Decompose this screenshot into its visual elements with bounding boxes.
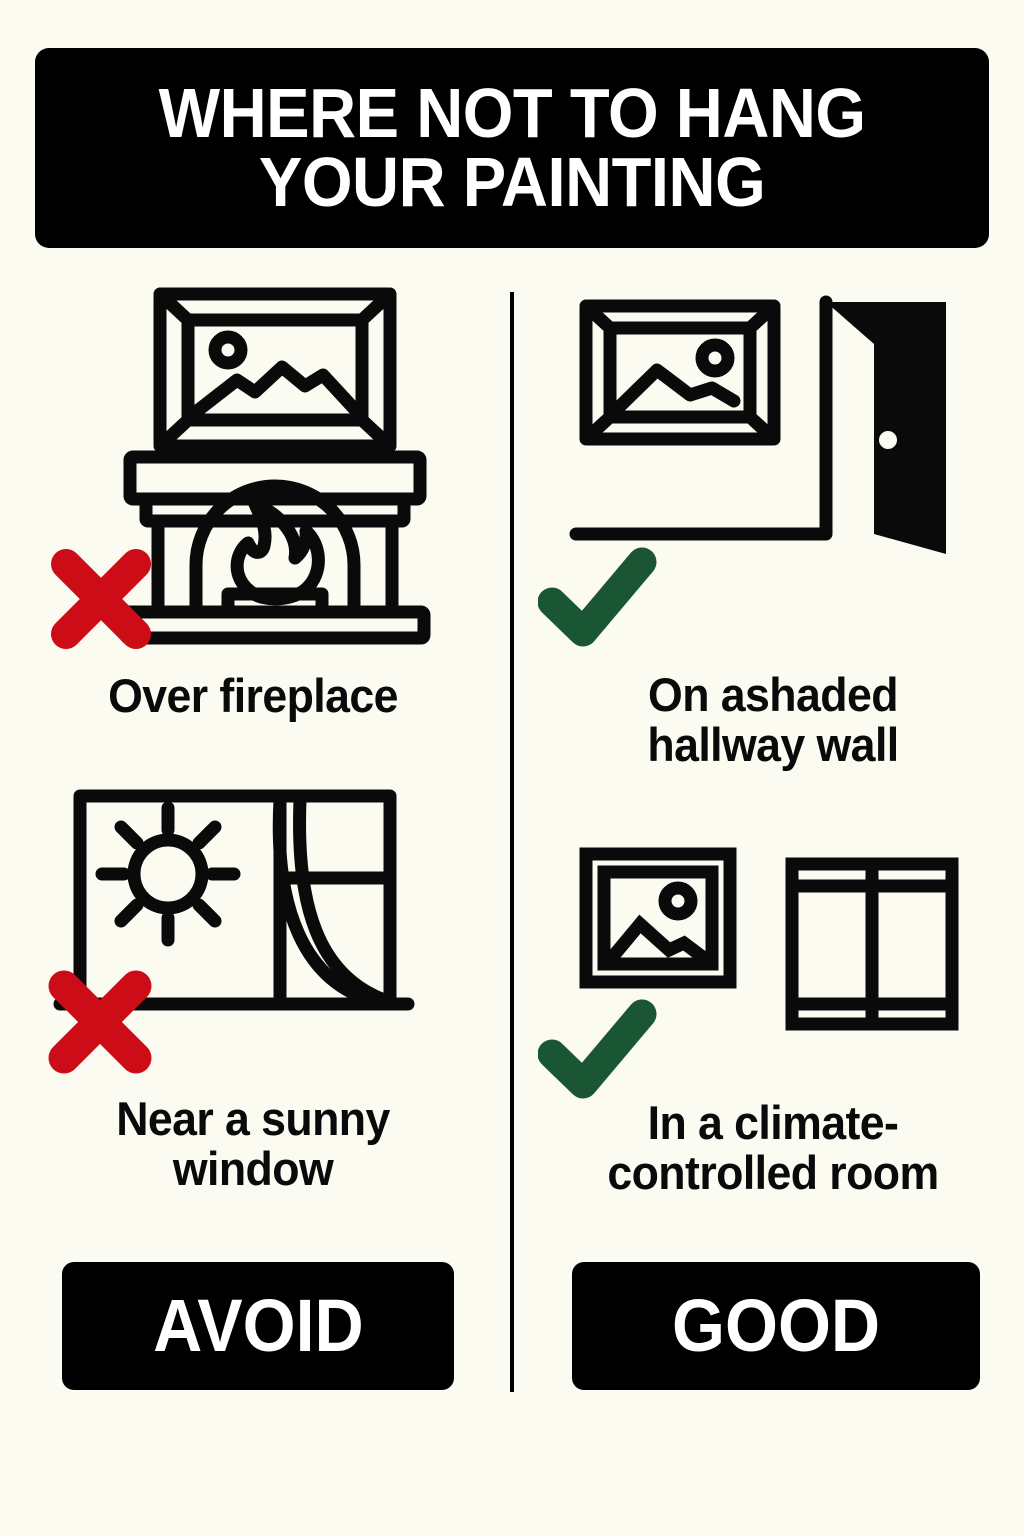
sunny-window-illustration [18,782,488,1074]
item-window: Near a sunny window [18,782,488,1194]
item-hallway: On ashaded hallway wall [538,282,1008,770]
hallway-illustration [538,282,1008,652]
fireplace-illustration [18,282,488,657]
verdict-avoid-label: AVOID [152,1284,364,1367]
poster-title: WHERE NOT TO HANG YOUR PAINTING [158,74,866,221]
column-divider [510,292,514,1392]
item-climate: In a climate- controlled room [538,828,1008,1198]
check-mark-icon [538,544,658,650]
check-mark-icon [538,996,658,1102]
item-climate-label: In a climate- controlled room [607,1096,939,1199]
item-hallway-label: On ashaded hallway wall [647,668,899,771]
x-mark-icon [46,544,156,654]
poster-title-banner: WHERE NOT TO HANG YOUR PAINTING [35,48,989,248]
verdict-good-label: GOOD [671,1284,881,1367]
item-fireplace: Over fireplace [18,282,488,721]
verdict-avoid-button[interactable]: AVOID [62,1262,454,1390]
climate-room-illustration [538,828,1008,1099]
item-window-label: Near a sunny window [116,1092,390,1195]
verdict-good-button[interactable]: GOOD [572,1262,980,1390]
x-mark-icon [42,964,158,1080]
item-fireplace-label: Over fireplace [108,669,398,722]
